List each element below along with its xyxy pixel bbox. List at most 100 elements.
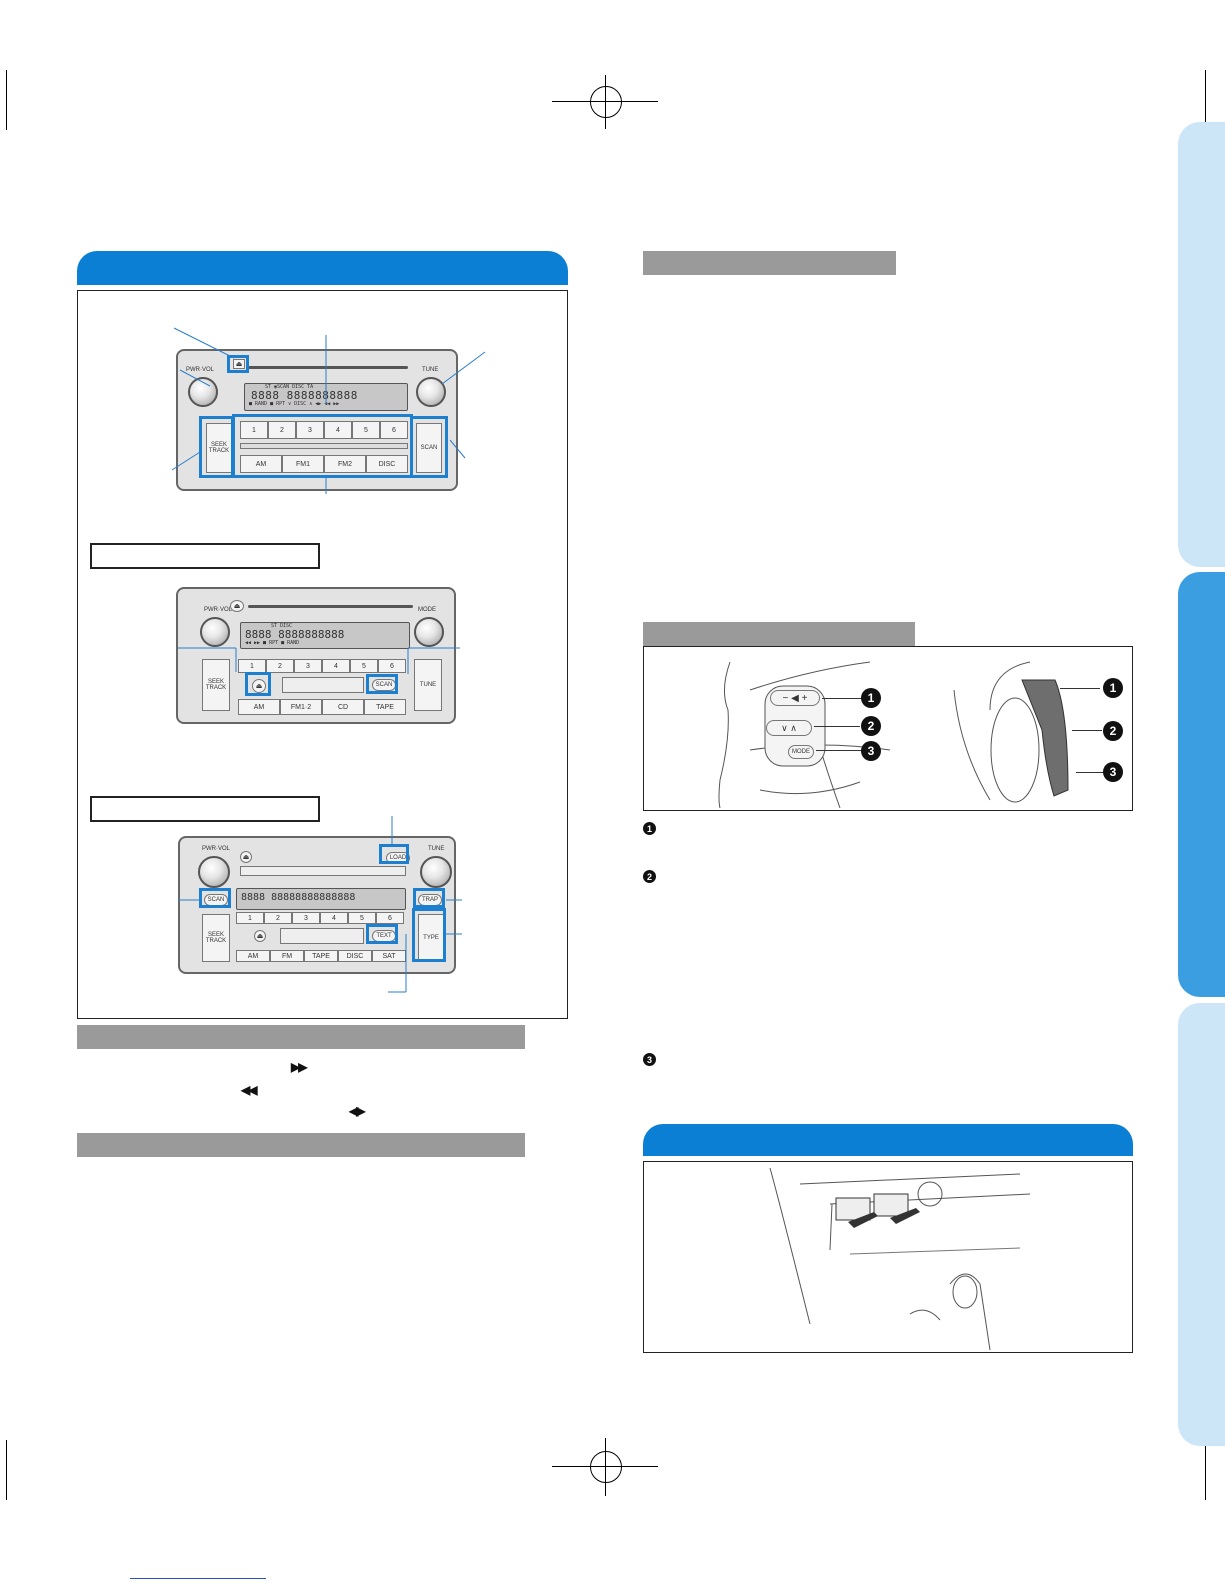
marker-b-1: 1	[1103, 678, 1123, 698]
band-disc[interactable]: DISC	[366, 455, 408, 473]
callout-lines-cd	[178, 647, 460, 674]
highlight-tape-eject	[245, 672, 271, 696]
pwr-vol-knob[interactable]	[188, 377, 218, 407]
leader-b-1	[1060, 688, 1100, 689]
band-cd-cd[interactable]: CD	[322, 699, 364, 715]
preset-sat-6[interactable]: 6	[376, 912, 404, 924]
band-cd-tape[interactable]: TAPE	[364, 699, 406, 715]
preset-4[interactable]: 4	[324, 421, 352, 439]
right-top-section-bar	[643, 251, 896, 275]
tune-button-cd[interactable]: TUNE	[414, 659, 442, 711]
registration-circle-bottom	[590, 1451, 622, 1483]
tape-eject-sat[interactable]: ⏏	[254, 930, 266, 942]
lcd-cd-main: 8888 8888888888	[245, 628, 345, 641]
second-section-bar	[77, 1133, 525, 1157]
seek-track-button-sat[interactable]: SEEK TRACK	[202, 914, 230, 962]
crop-mark-br-v	[1205, 1440, 1206, 1500]
band-sat-am[interactable]: AM	[236, 950, 270, 962]
lcd-cd-top: ST DISC	[271, 623, 293, 629]
lcd-top-row: ST ◉SCAN DISC TA	[265, 384, 314, 390]
lcd-cd: ST DISC 8888 8888888888 ◀◀ ▶▶ ■ RPT ■ RA…	[240, 622, 410, 649]
preset-sat-4[interactable]: 4	[320, 912, 348, 924]
preset-cd-4[interactable]: 4	[322, 659, 350, 673]
preset-1[interactable]: 1	[240, 421, 268, 439]
radio-cd: PWR·VOL MODE ⏏ ST DISC 8888 8888888888 ◀…	[176, 587, 456, 724]
marker-a-2: 2	[861, 716, 881, 736]
marker-a-3: 3	[861, 741, 881, 761]
side-tab-1[interactable]	[1178, 122, 1225, 567]
volume-switch-a[interactable]: − ◀ +	[770, 690, 820, 706]
crop-mark-tl-v	[6, 70, 7, 130]
lcd-sat-main: 8888 88888888888888	[241, 892, 356, 903]
leader-b-3	[1076, 772, 1104, 773]
preset-sat-1[interactable]: 1	[236, 912, 264, 924]
pwr-vol-knob-cd[interactable]	[200, 617, 230, 647]
crop-mark-bl-v	[6, 1440, 7, 1500]
tape-door-sat	[280, 928, 364, 944]
tape-door	[282, 677, 364, 693]
side-tab-3[interactable]	[1178, 1003, 1225, 1446]
power-outlet-section-header	[643, 1124, 1133, 1156]
mode-label-cd: MODE	[418, 607, 436, 613]
leader-b-2	[1072, 730, 1102, 731]
band-sat-fm[interactable]: FM	[270, 950, 304, 962]
text-marker-2: 2	[643, 870, 656, 883]
crop-line-bottom	[130, 1578, 266, 1579]
side-change-symbol: ◀▶	[349, 1104, 366, 1118]
tape-eject-button[interactable]: ⏏	[252, 679, 266, 693]
mode-knob-cd[interactable]	[414, 617, 444, 647]
band-cd-am[interactable]: AM	[238, 699, 280, 715]
eject-button-cd[interactable]: ⏏	[230, 600, 244, 612]
cd-slot-sat	[240, 866, 406, 876]
scan-button-cd[interactable]: SCAN	[372, 679, 396, 691]
preset-3[interactable]: 3	[296, 421, 324, 439]
pwr-vol-knob-sat[interactable]	[198, 856, 230, 888]
seek-track-button-cd[interactable]: SEEK TRACK	[202, 659, 230, 711]
fast-forward-symbol: ▶▶	[291, 1060, 308, 1074]
type-button[interactable]: TYPE	[418, 914, 444, 962]
side-tab-2[interactable]	[1178, 572, 1225, 997]
pwr-vol-label: PWR·VOL	[186, 367, 215, 373]
tune-knob[interactable]	[416, 377, 446, 407]
highlight-trap	[413, 888, 445, 908]
preset-sat-2[interactable]: 2	[264, 912, 292, 924]
registration-circle-top	[590, 86, 622, 118]
eject-button[interactable]: ⏏	[233, 359, 245, 369]
preset-sat-5[interactable]: 5	[348, 912, 376, 924]
disc-slot	[248, 366, 408, 369]
highlight-scan-sat	[199, 888, 231, 908]
preset-cd-3[interactable]: 3	[294, 659, 322, 673]
tune-label-sat: TUNE	[428, 846, 445, 852]
text-marker-1: 1	[643, 822, 656, 835]
audio-section-header	[77, 251, 568, 285]
preset-cd-6[interactable]: 6	[378, 659, 406, 673]
leader-a-1	[822, 698, 862, 699]
crop-mark-tr-v	[1205, 70, 1206, 130]
band-sat-tape[interactable]: TAPE	[304, 950, 338, 962]
highlight-scan	[410, 416, 448, 478]
seek-switch-a[interactable]: ∨ ∧	[766, 720, 812, 736]
highlight-eject	[227, 355, 249, 373]
highlight-load	[379, 844, 409, 864]
pwr-vol-label-sat: PWR·VOL	[202, 846, 231, 852]
preset-5[interactable]: 5	[352, 421, 380, 439]
lcd-bottom-row: ■ RAND ■ RPT ∨ DISC ∧ ◀▶ ◀◀ ▶▶	[249, 401, 340, 407]
tune-knob-sat[interactable]	[420, 856, 452, 888]
text-marker-3: 3	[643, 1053, 656, 1066]
eject-button-sat[interactable]: ⏏	[240, 851, 252, 863]
preset-2[interactable]: 2	[268, 421, 296, 439]
band-fm2[interactable]: FM2	[324, 455, 366, 473]
preset-cd-5[interactable]: 5	[350, 659, 378, 673]
band-fm1[interactable]: FM1	[282, 455, 324, 473]
preset-cd-2[interactable]: 2	[266, 659, 294, 673]
scan-button[interactable]: SCAN	[416, 423, 442, 473]
lcd-main-row: 8888 8888888888	[251, 389, 358, 402]
lcd-sat: 8888 88888888888888	[236, 888, 406, 910]
preset-sat-3[interactable]: 3	[292, 912, 320, 924]
band-sat-disc[interactable]: DISC	[338, 950, 372, 962]
preset-6[interactable]: 6	[380, 421, 408, 439]
band-am[interactable]: AM	[240, 455, 282, 473]
mode-switch-a[interactable]: MODE	[788, 745, 814, 759]
band-cd-fm12[interactable]: FM1·2	[280, 699, 322, 715]
leader-a-2	[814, 726, 860, 727]
